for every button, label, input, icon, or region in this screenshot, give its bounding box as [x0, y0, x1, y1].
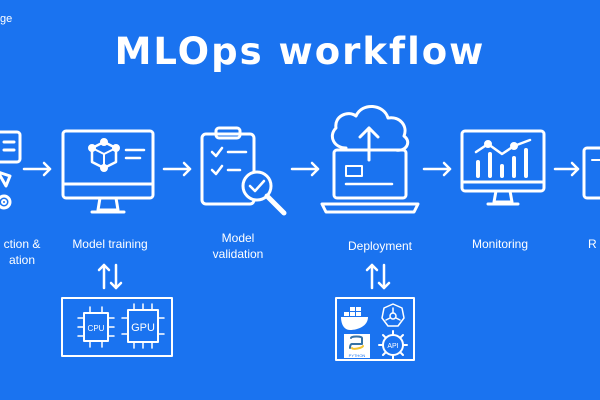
flow-arrows — [22, 161, 580, 177]
step-label-deployment: Deployment — [347, 239, 413, 253]
compute-resources-box — [61, 297, 173, 357]
arrow-5-6 — [553, 161, 580, 177]
monitoring-icon — [460, 129, 546, 206]
deployment-icon — [320, 105, 420, 214]
step-label-model-training: Model training — [72, 237, 148, 251]
model-training-icon — [61, 129, 155, 214]
arrow-4-5 — [422, 161, 452, 177]
brand-fragment: ge — [0, 13, 13, 25]
deployment-tools-box — [335, 297, 415, 361]
step-label-line: Model — [221, 231, 255, 245]
docker-icon — [341, 307, 368, 330]
step-label-line: ation — [8, 253, 36, 267]
api-gear-icon — [378, 330, 408, 360]
step-label-retraining: R — [588, 237, 597, 251]
gpu-label: GPU — [131, 322, 155, 334]
api-label: API — [387, 343, 398, 350]
arrow-3-4 — [290, 161, 320, 177]
step-label-line: ction & — [3, 237, 41, 251]
arrow-1-2 — [22, 161, 52, 177]
python-label: PYTHON — [349, 353, 366, 358]
data-collection-icon — [0, 130, 22, 210]
step-label-model-validation: Model validation — [188, 230, 288, 262]
model-validation-icon — [200, 126, 287, 216]
page-title: MLOps workflow — [114, 30, 486, 73]
kubernetes-icon — [381, 303, 405, 327]
cpu-label: CPU — [88, 324, 105, 333]
retraining-icon — [582, 146, 600, 200]
deployment-tools-arrows — [365, 263, 391, 290]
step-label-data-collection: ction & ation — [0, 236, 52, 268]
step-label-monitoring: Monitoring — [471, 237, 529, 251]
arrow-2-3 — [162, 161, 192, 177]
training-compute-arrows — [97, 263, 123, 290]
python-icon — [344, 334, 370, 358]
step-label-line: validation — [212, 247, 264, 261]
